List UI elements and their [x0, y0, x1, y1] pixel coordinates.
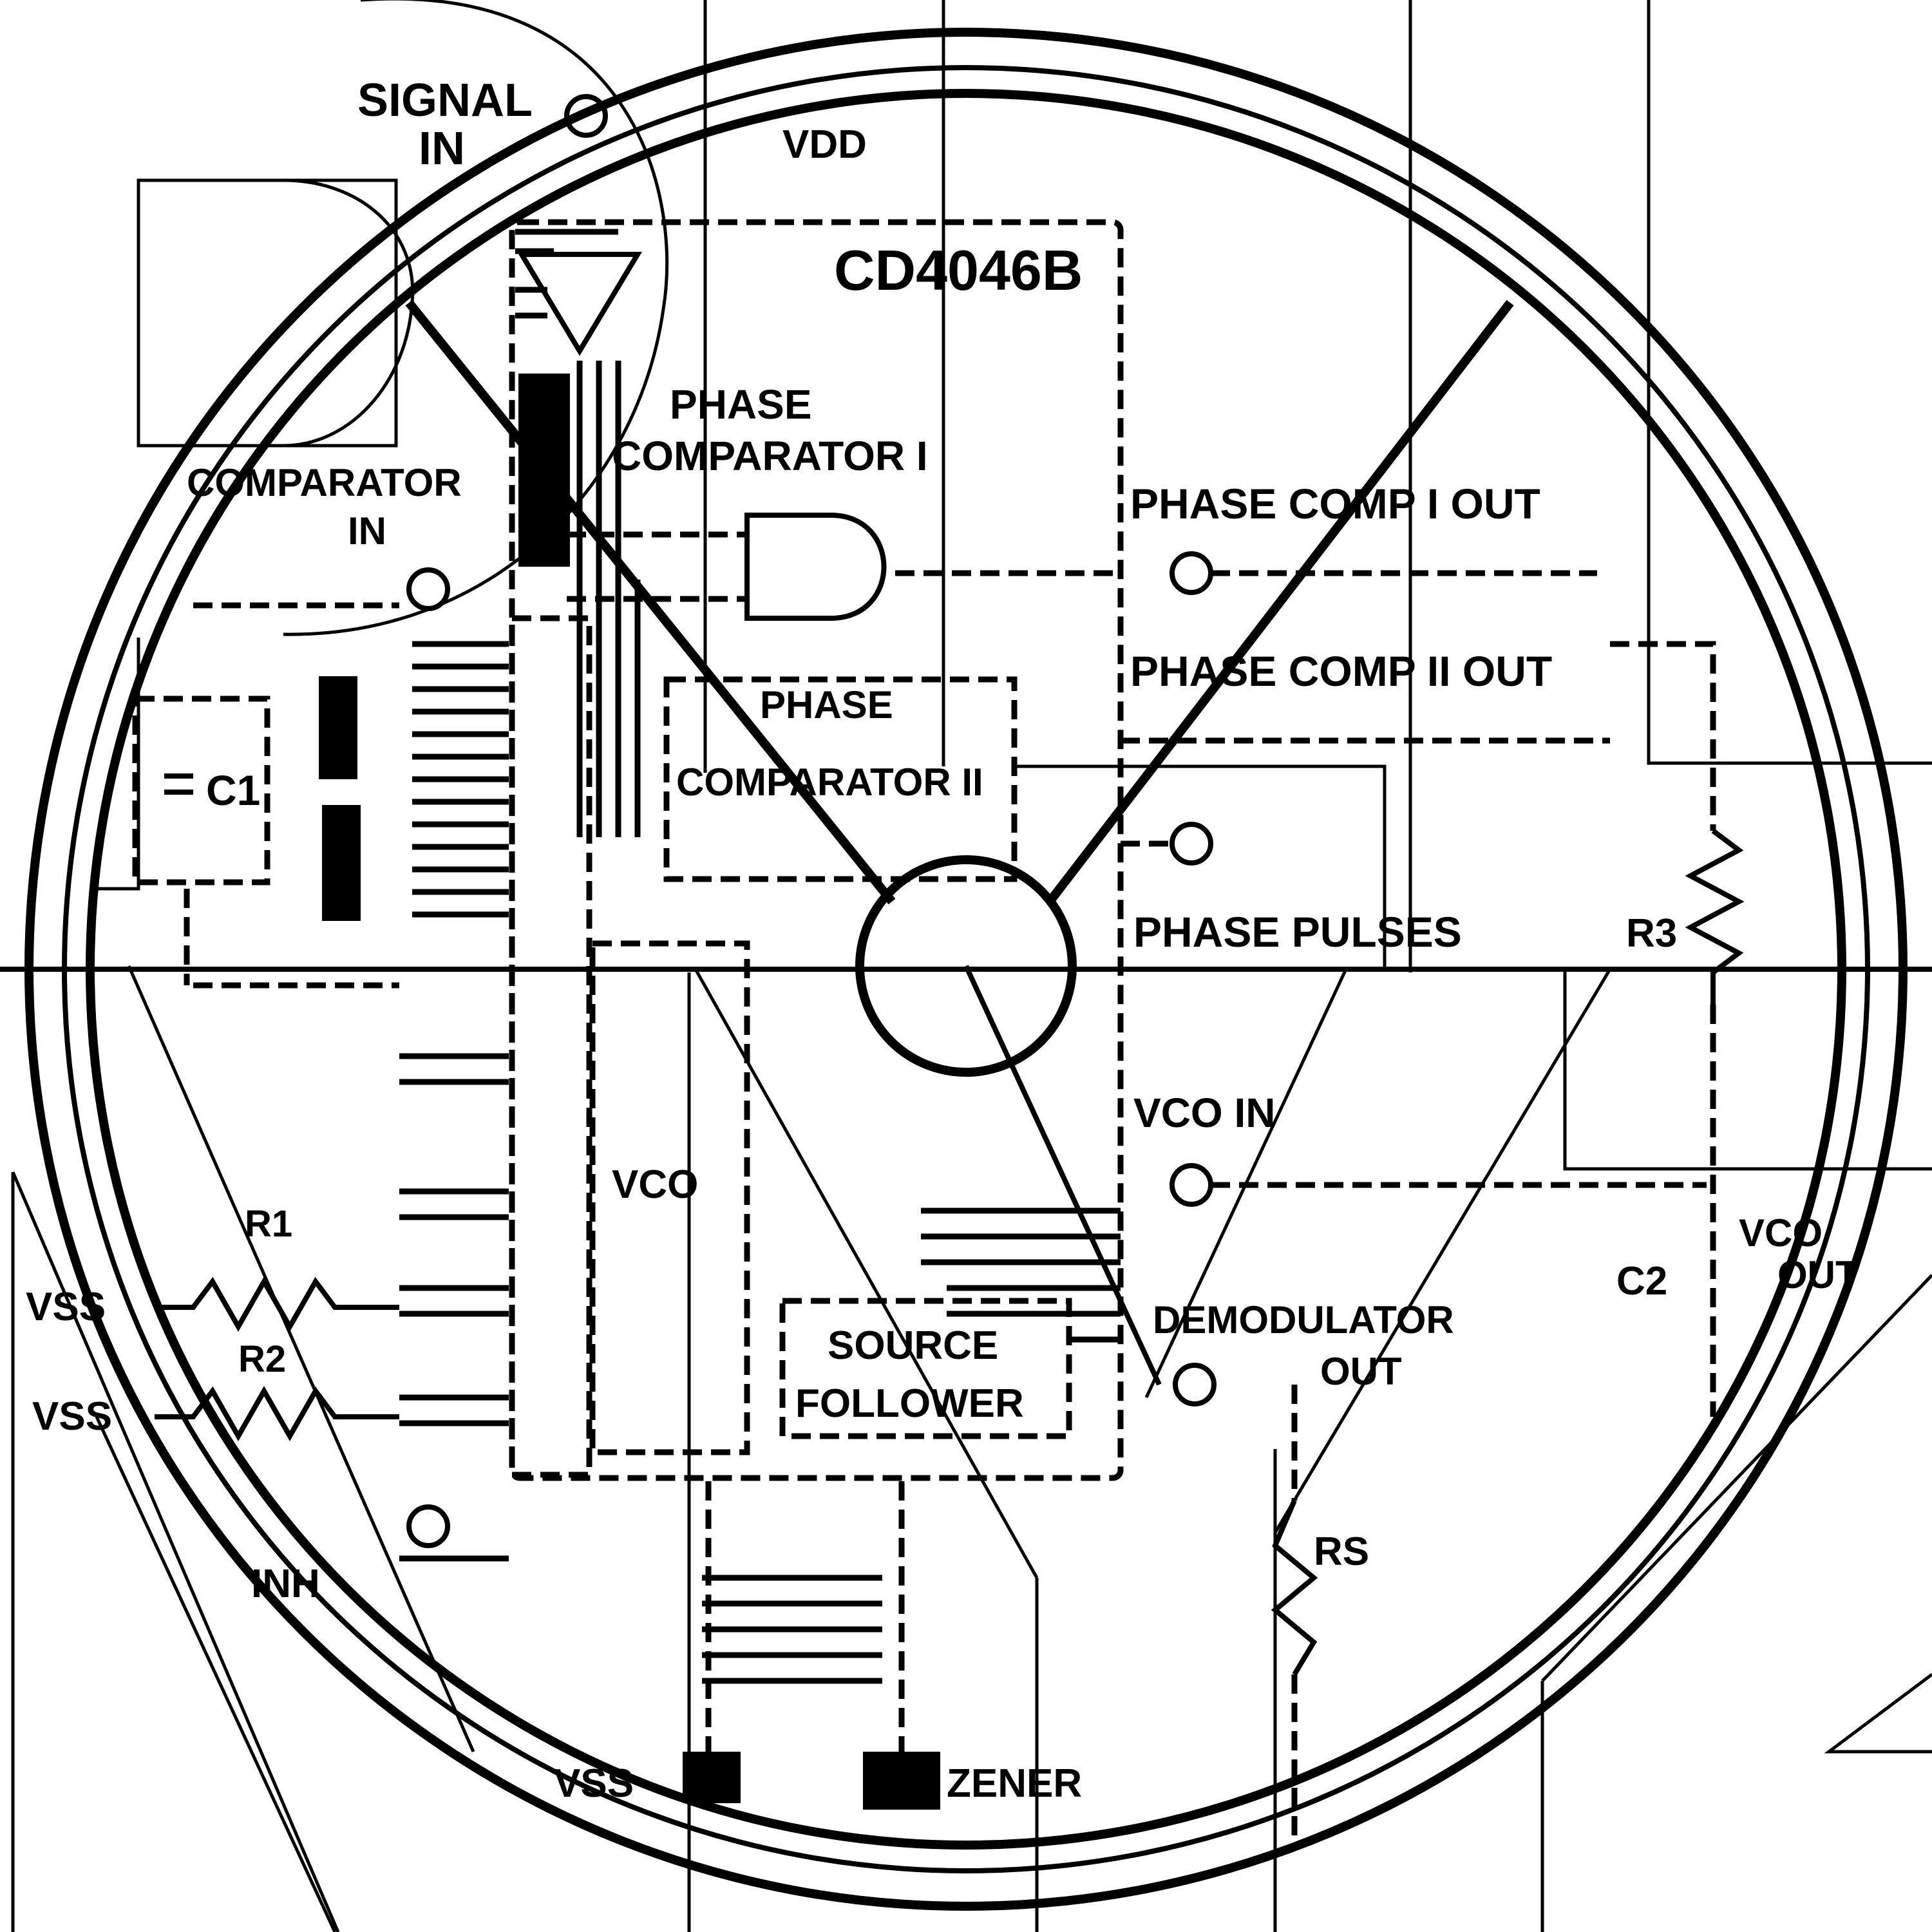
label-comparator-in-a: COMPARATOR: [187, 461, 462, 504]
label-vdd-top: VDD: [782, 122, 867, 167]
label-r1: R1: [245, 1203, 292, 1245]
label-demodulator-out-a: DEMODULATOR: [1153, 1298, 1454, 1341]
label-zener: ZENER: [947, 1761, 1082, 1806]
label-signal-in: SIGNAL: [357, 75, 533, 126]
label-phase-comparator-1b: COMPARATOR I: [612, 433, 928, 479]
label-vss-bottom: VSS: [554, 1761, 634, 1806]
label-phase-comp1-out: PHASE COMP I OUT: [1130, 480, 1540, 527]
label-signal-in-2: IN: [419, 123, 465, 175]
hatched-logic-bottom: [702, 1208, 1121, 1684]
schematic-labels: SIGNAL IN VDD CD4046B PHASE COMPARATOR I…: [26, 75, 1859, 1806]
label-r2: R2: [238, 1338, 286, 1380]
label-rs: RS: [1314, 1530, 1369, 1574]
label-source-follower-b: FOLLOWER: [795, 1381, 1024, 1426]
label-vss-r2: VSS: [32, 1394, 112, 1439]
label-phase-comparator-2a: PHASE: [760, 683, 893, 726]
label-comparator-in-b: IN: [348, 509, 386, 553]
label-phase-comparator-2b: COMPARATOR II: [676, 761, 983, 804]
label-phase-comp2-out: PHASE COMP II OUT: [1130, 647, 1552, 695]
label-vco: VCO: [612, 1162, 698, 1207]
label-vss-r1: VSS: [26, 1285, 106, 1329]
label-source-follower-a: SOURCE: [828, 1323, 998, 1368]
label-r3: R3: [1626, 911, 1677, 956]
label-c2: C2: [1616, 1259, 1667, 1303]
label-vco-out-b: OUT: [1777, 1253, 1859, 1296]
label-chip: CD4046B: [834, 238, 1083, 302]
concentric-rings: [24, 28, 1908, 1911]
label-inh: INH: [251, 1562, 320, 1606]
cd4046b-schematic: [132, 94, 1745, 1842]
label-vco-out-a: VCO: [1739, 1211, 1823, 1255]
label-demodulator-out-b: OUT: [1320, 1350, 1402, 1393]
label-phase-pulses: PHASE PULSES: [1133, 908, 1462, 956]
label-vco-in: VCO IN: [1133, 1090, 1275, 1136]
label-phase-comparator-1a: PHASE: [670, 381, 812, 428]
label-c1: C1: [206, 766, 260, 814]
